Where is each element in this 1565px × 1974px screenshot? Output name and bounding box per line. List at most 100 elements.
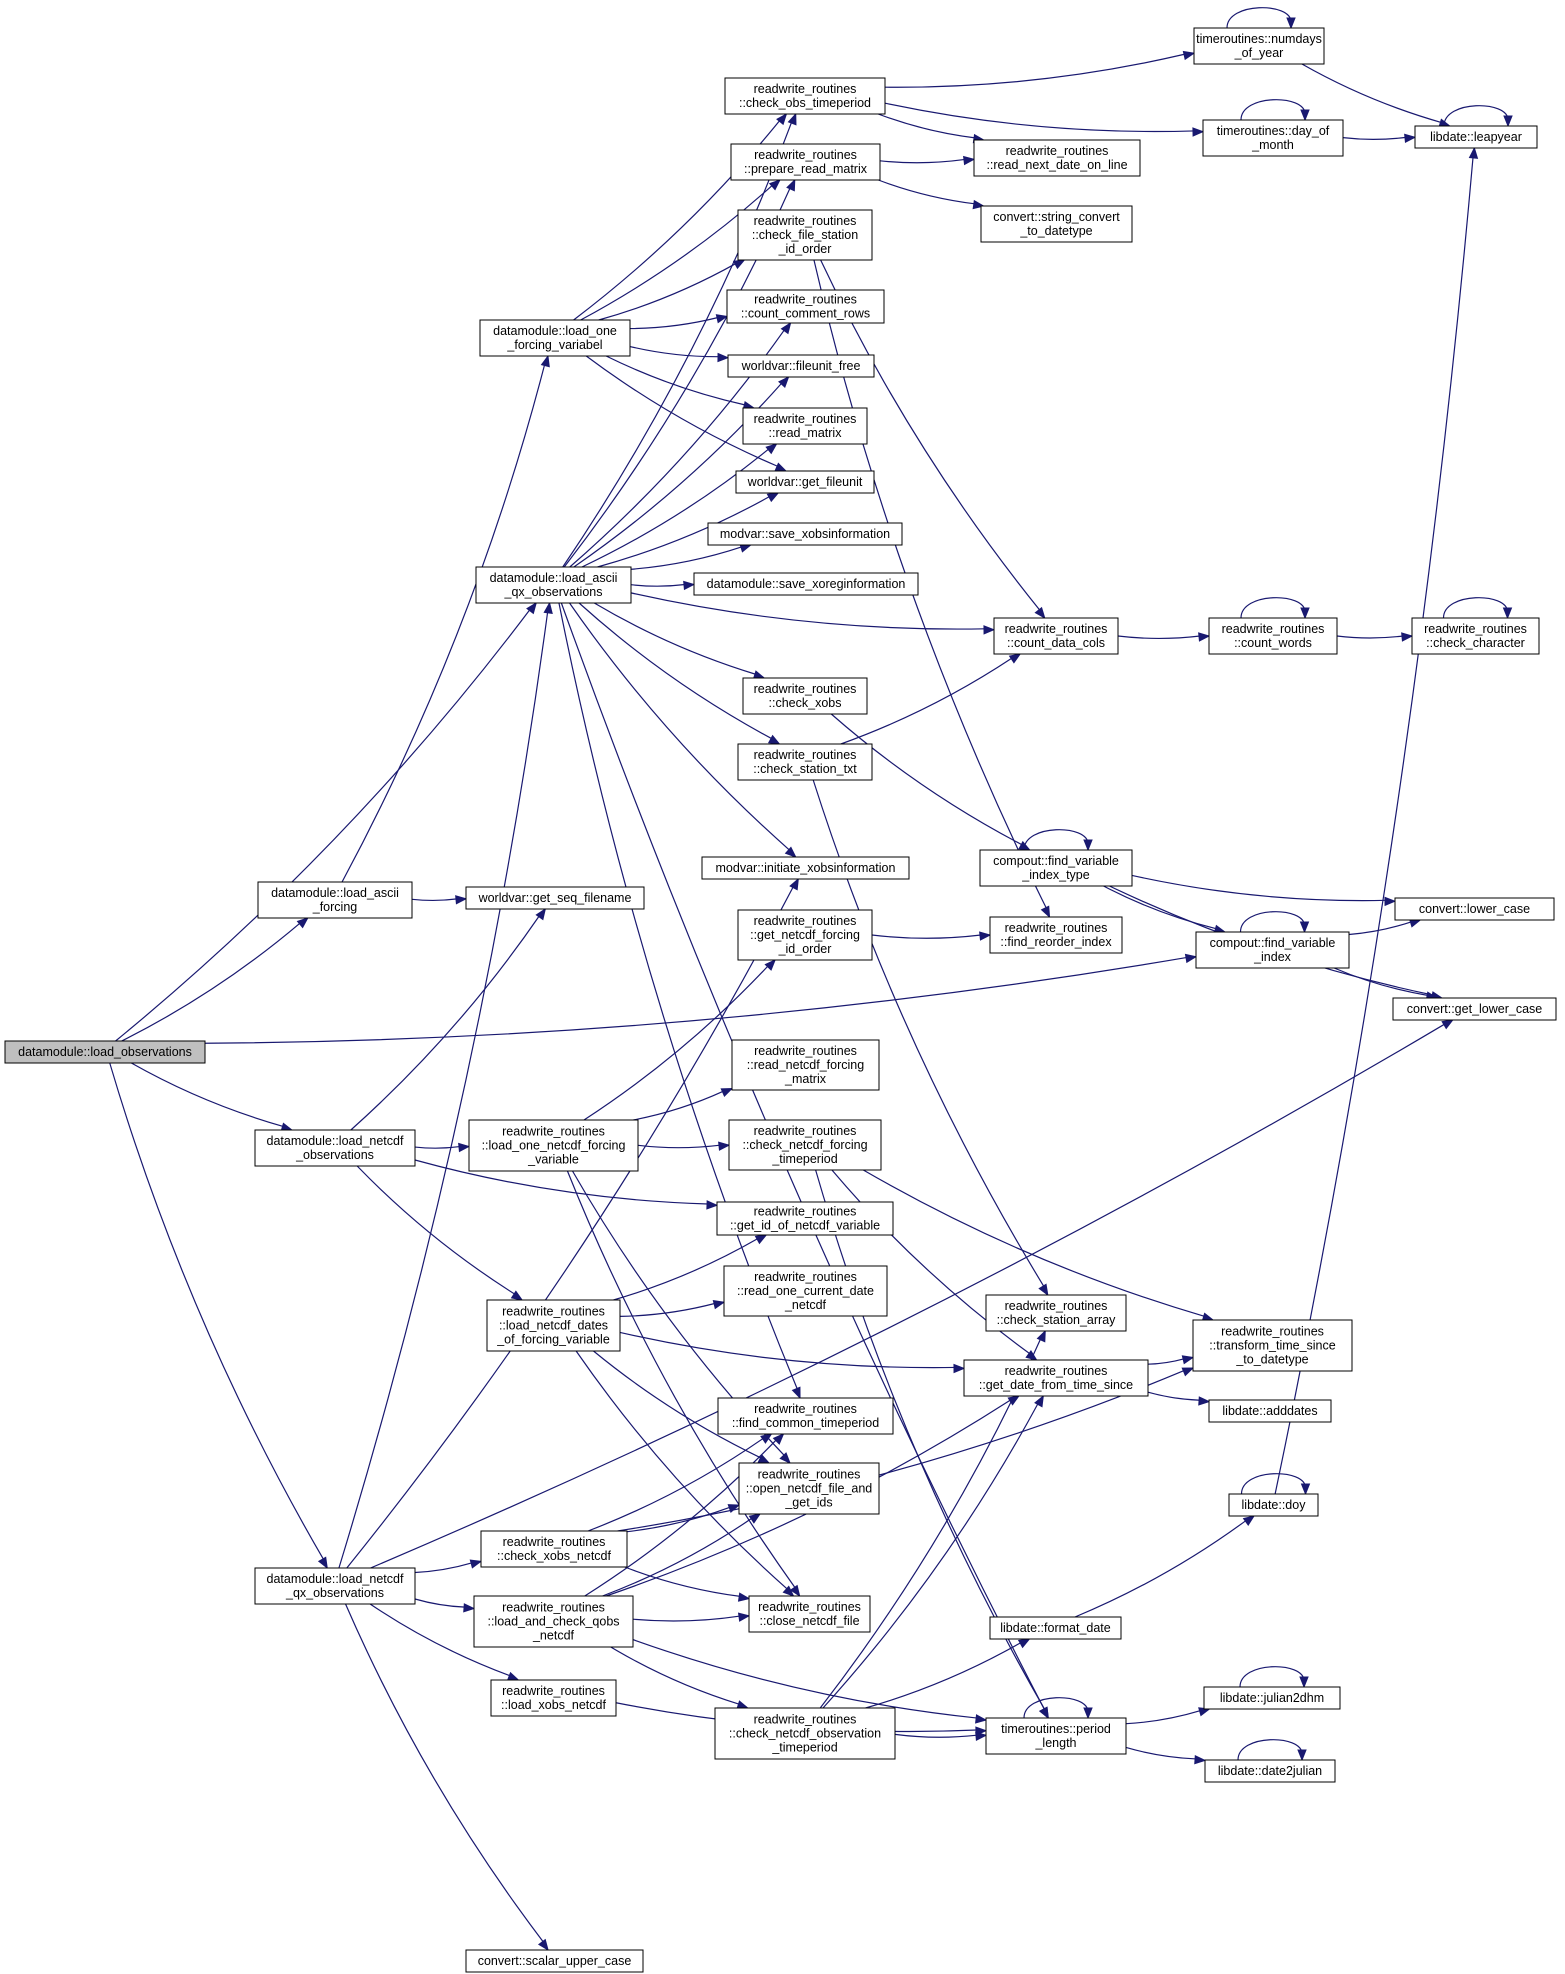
node-save-xobsinformation[interactable]: modvar::save_xobsinformation (707, 522, 903, 546)
node-box (693, 572, 919, 596)
node-read-matrix[interactable]: readwrite_routines::read_matrix (742, 407, 868, 445)
edge-line (831, 1169, 1031, 1355)
node-read-netcdf-forcing-matrix[interactable]: readwrite_routines::read_netcdf_forcing_… (731, 1039, 880, 1091)
node-get-fileunit[interactable]: worldvar::get_fileunit (735, 470, 875, 494)
node-root[interactable]: datamodule::load_observations (4, 1040, 206, 1064)
edge-line (1240, 597, 1306, 619)
node-check-obs-tp[interactable]: readwrite_routines::check_obs_timeperiod (724, 77, 886, 115)
edge-arrowhead (712, 1300, 726, 1310)
node-box (748, 1595, 871, 1633)
node-prepare-read-matrix[interactable]: readwrite_routines::prepare_read_matrix (730, 143, 881, 181)
node-open-netcdf[interactable]: readwrite_routines::open_netcdf_file_and… (738, 1462, 880, 1515)
node-load-one-netcdf[interactable]: readwrite_routines::load_one_netcdf_forc… (468, 1119, 639, 1172)
node-load-ascii-qx[interactable]: datamodule::load_ascii_qx_observations (475, 566, 632, 604)
node-get-seq-filename[interactable]: worldvar::get_seq_filename (465, 886, 645, 910)
node-label-line: readwrite_routines (1005, 622, 1108, 636)
node-get-lower-case[interactable]: convert::get_lower_case (1392, 997, 1557, 1021)
edge-arrowhead (776, 112, 788, 126)
edge-arrowhead (787, 112, 797, 126)
node-load-ascii-forcing[interactable]: datamodule::load_ascii_forcing (257, 881, 413, 919)
node-save-xoreginformation[interactable]: datamodule::save_xoreginformation (693, 572, 919, 596)
node-box (468, 1119, 639, 1172)
edge-arrowhead (983, 625, 996, 635)
edge-line (569, 602, 791, 851)
edge-arrowhead (767, 734, 781, 745)
edge-line (580, 184, 773, 321)
node-load-one-forcing[interactable]: datamodule::load_one_forcing_variabel (479, 319, 631, 357)
node-box (486, 1299, 621, 1352)
edge-arrowhead (1034, 1394, 1044, 1408)
node-initiate-xobsinformation[interactable]: modvar::initiate_xobsinformation (701, 856, 910, 880)
node-read-next-date[interactable]: readwrite_routines::read_next_date_on_li… (973, 139, 1141, 177)
node-load-netcdf-dates[interactable]: readwrite_routines::load_netcdf_dates_of… (486, 1299, 621, 1352)
edge-load-ascii-qx-to-save-xoreginformation (630, 580, 696, 591)
node-box (731, 1039, 880, 1091)
edge-line (1442, 597, 1509, 619)
node-box (979, 849, 1133, 887)
edge-load-ascii-forcing-to-load-one-forcing (341, 354, 550, 883)
node-label-line: _variable (527, 1153, 579, 1167)
edge-line (585, 355, 779, 468)
node-get-id-of-netcdf-variable[interactable]: readwrite_routines::get_id_of_netcdf_var… (716, 1201, 894, 1236)
node-label-line: readwrite_routines (502, 1601, 605, 1615)
edge-arrowhead (772, 1433, 785, 1445)
edge-load-netcdf-qx-to-load-and-check-qobs (414, 1598, 476, 1613)
node-check-file-station[interactable]: readwrite_routines::check_file_station_i… (737, 209, 873, 261)
node-fileunit-free[interactable]: worldvar::fileunit_free (727, 354, 875, 378)
node-check-station-array[interactable]: readwrite_routines::check_station_array (985, 1294, 1127, 1332)
node-numdays-of-year[interactable]: timeroutines::numdays_of_year (1193, 27, 1325, 65)
edge-load-ascii-qx-to-check-xobs (593, 602, 766, 680)
node-find-reorder-index[interactable]: readwrite_routines::find_reorder_index (989, 916, 1123, 954)
node-find-variable-index-type[interactable]: compout::find_variable_index_type (979, 849, 1133, 887)
node-day-of-month[interactable]: timeroutines::day_of_month (1202, 119, 1344, 157)
node-count-data-cols[interactable]: readwrite_routines::count_data_cols (993, 617, 1119, 655)
node-doy[interactable]: libdate::doy (1228, 1493, 1319, 1517)
node-label-line: ::transform_time_since (1209, 1339, 1335, 1353)
node-find-common-tp[interactable]: readwrite_routines::find_common_timeperi… (717, 1397, 894, 1435)
node-label-line: timeroutines::day_of (1217, 124, 1330, 138)
node-string-convert[interactable]: convert::string_convert_to_datetype (980, 205, 1133, 243)
node-adddates[interactable]: libdate::adddates (1208, 1399, 1332, 1423)
node-transform-time[interactable]: readwrite_routines::transform_time_since… (1192, 1319, 1353, 1372)
node-julian2dhm[interactable]: libdate::julian2dhm (1203, 1686, 1341, 1710)
node-scalar-upper-case[interactable]: convert::scalar_upper_case (465, 1949, 644, 1973)
node-period-length[interactable]: timeroutines::period_length (985, 1717, 1127, 1755)
edge-line (356, 1165, 516, 1295)
node-lower-case[interactable]: convert::lower_case (1394, 897, 1555, 921)
edge-load-one-forcing-to-count-comment-rows (629, 314, 729, 330)
node-load-xobs-netcdf[interactable]: readwrite_routines::load_xobs_netcdf (490, 1679, 617, 1717)
edge-line (1023, 1697, 1089, 1719)
node-read-one-current-date[interactable]: readwrite_routines::read_one_current_dat… (723, 1265, 888, 1317)
edge-arrowhead (1039, 1706, 1050, 1720)
node-label-line: _month (1251, 138, 1294, 152)
node-leapyear[interactable]: libdate::leapyear (1414, 125, 1538, 149)
node-check-station-txt[interactable]: readwrite_routines::check_station_txt (737, 743, 873, 781)
edge-line (637, 1144, 721, 1149)
node-count-words[interactable]: readwrite_routines::count_words (1208, 617, 1338, 655)
edge-line (1336, 635, 1404, 639)
edge-line (115, 609, 531, 1042)
node-load-and-check-qobs[interactable]: readwrite_routines::load_and_check_qobs_… (473, 1595, 634, 1648)
edge-period-length-to-julian2dhm (1125, 1707, 1211, 1725)
node-box (714, 1707, 896, 1760)
node-close-netcdf[interactable]: readwrite_routines::close_netcdf_file (748, 1595, 871, 1633)
node-get-netcdf-forcing-id[interactable]: readwrite_routines::get_netcdf_forcing_i… (737, 909, 873, 961)
node-load-netcdf-obs[interactable]: datamodule::load_netcdf_observations (254, 1129, 416, 1167)
node-label-line: libdate::doy (1242, 1498, 1307, 1512)
node-label-line: readwrite_routines (754, 1402, 857, 1416)
node-check-xobs[interactable]: readwrite_routines::check_xobs (742, 677, 868, 715)
edge-prepare-read-matrix-to-read-next-date (879, 155, 976, 166)
node-label-line: _to_datetype (1235, 1353, 1308, 1367)
node-find-variable-index[interactable]: compout::find_variable_index (1195, 931, 1350, 969)
node-load-netcdf-qx[interactable]: datamodule::load_netcdf_qx_observations (254, 1567, 416, 1605)
node-date2julian[interactable]: libdate::date2julian (1204, 1759, 1336, 1783)
node-label-line: readwrite_routines (754, 82, 857, 96)
node-get-date-from-time[interactable]: readwrite_routines::get_date_from_time_s… (963, 1359, 1149, 1397)
node-count-comment-rows[interactable]: readwrite_routines::count_comment_rows (726, 289, 885, 324)
node-check-xobs-netcdf[interactable]: readwrite_routines::check_xobs_netcdf (480, 1530, 628, 1568)
node-check-netcdf-obs-tp[interactable]: readwrite_routines::check_netcdf_observa… (714, 1707, 896, 1760)
node-format-date[interactable]: libdate::format_date (989, 1616, 1122, 1640)
node-check-character[interactable]: readwrite_routines::check_character (1411, 617, 1540, 655)
edge-line (878, 179, 975, 205)
node-check-netcdf-forcing-tp[interactable]: readwrite_routines::check_netcdf_forcing… (728, 1119, 882, 1171)
